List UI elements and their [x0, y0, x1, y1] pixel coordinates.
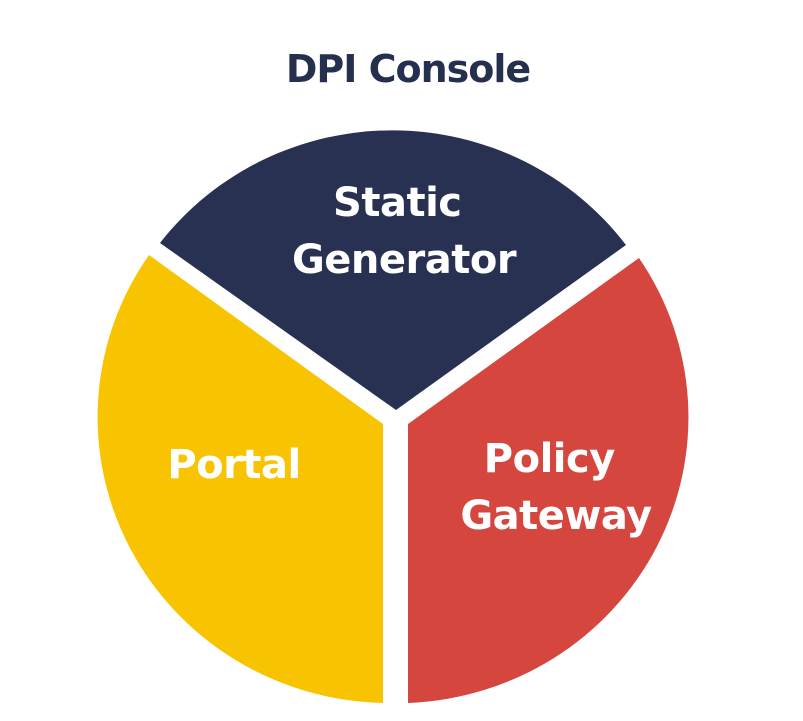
segment-policy-gateway-label-line-1: Policy	[484, 436, 615, 482]
segment-portal: Portal	[97, 255, 383, 703]
segment-static-generator-shape	[160, 130, 626, 410]
segment-policy-gateway-label-line-2: Gateway	[460, 493, 652, 539]
segment-static-generator: Static Generator	[160, 130, 626, 410]
segment-portal-label-line-1: Portal	[167, 442, 300, 488]
segment-static-generator-label-line-2: Generator	[292, 237, 517, 283]
segment-static-generator-label: Static Generator	[292, 180, 517, 283]
diagram-title: DPI Console	[286, 47, 530, 91]
segment-portal-label: Portal	[167, 442, 300, 488]
segment-policy-gateway-label: Policy Gateway	[460, 436, 652, 539]
segment-policy-gateway-shape	[408, 258, 689, 703]
segment-static-generator-label-line-1: Static	[333, 180, 461, 226]
segment-policy-gateway: Policy Gateway	[408, 258, 689, 703]
segment-portal-shape	[97, 255, 383, 703]
